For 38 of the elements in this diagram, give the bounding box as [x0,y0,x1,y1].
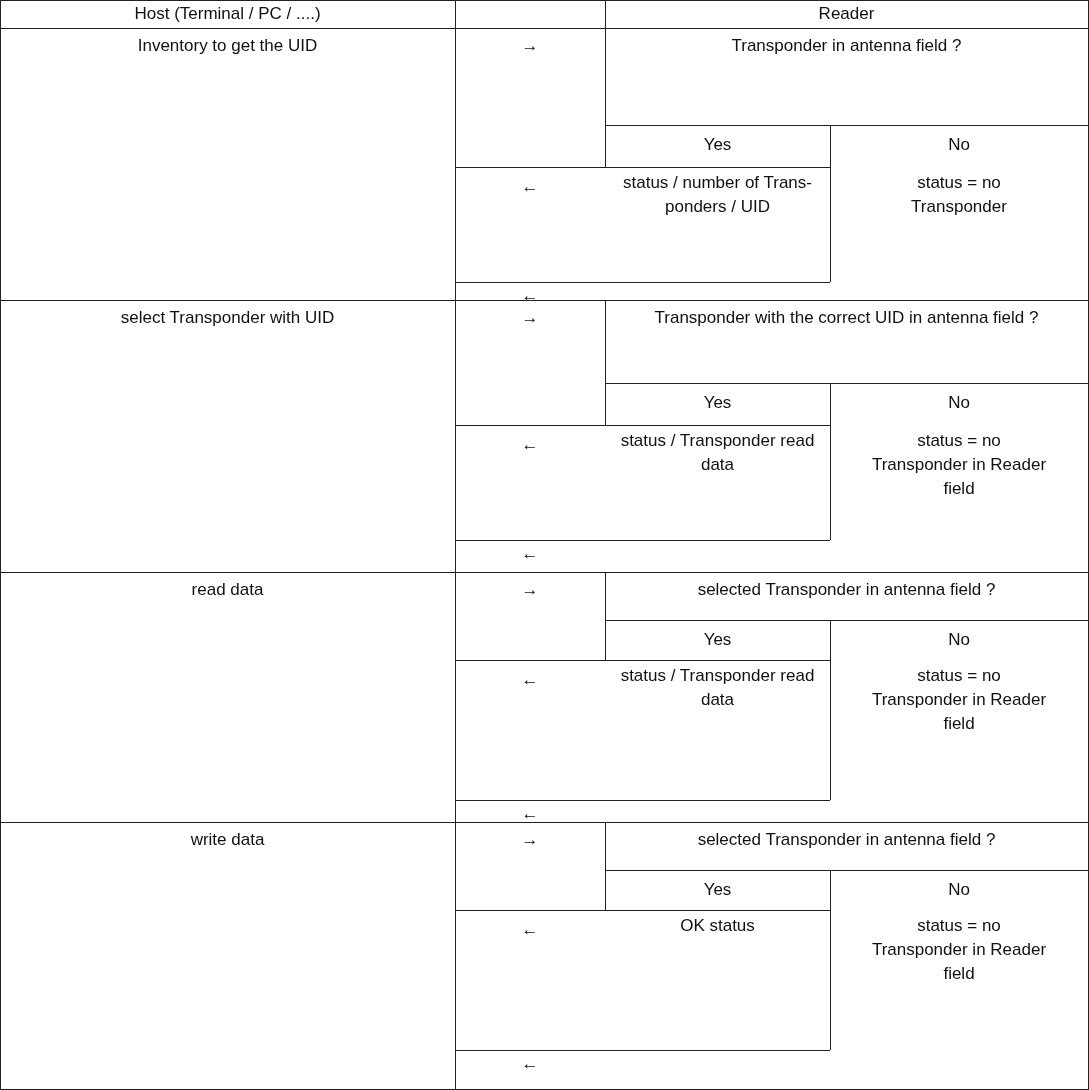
question-text: Transponder with the correct UID in antenna field ? [653,307,1040,329]
no-label: No [947,879,971,901]
arrow-symbol: ← [520,669,540,691]
column-heading: Host (Terminal / PC / ....) [133,3,322,25]
no-label: No [947,134,971,156]
yes-label: Yes [702,879,733,901]
arrow-symbol: ← [520,543,540,565]
yes-label: Yes [702,134,733,156]
arrow-symbol: ← [520,1053,540,1075]
question-text: selected Transponder in antenna field ? [696,829,997,851]
status-text: status = no Transponder in Reader field [870,430,1048,500]
column-heading: Reader [817,3,876,25]
status-text: status = no Transponder in Reader field [870,915,1048,985]
status-text: status / Transponder read data [620,665,815,711]
status-text: OK status [679,915,756,937]
arrow-symbol: → [520,829,540,851]
status-text: status / Transponder read data [620,430,815,476]
question-text: selected Transponder in antenna field ? [696,579,997,601]
arrow-symbol: → [520,307,540,329]
arrow-symbol: ← [520,919,540,941]
no-label: No [947,629,971,651]
arrow-symbol: ← [520,803,540,825]
status-text: status / number of Trans-ponders / UID [622,172,813,218]
status-text: status = no Transponder [910,172,1008,218]
arrow-symbol: → [520,35,540,57]
yes-label: Yes [702,392,733,414]
arrow-symbol: ← [520,176,540,198]
yes-label: Yes [702,629,733,651]
arrow-symbol: ← [520,285,540,307]
status-text: status = no Transponder in Reader field [870,665,1048,735]
command-text: write data [189,829,266,851]
command-text: select Transponder with UID [119,307,336,329]
command-text: read data [190,579,265,601]
question-text: Transponder in antenna field ? [730,35,963,57]
no-label: No [947,392,971,414]
arrow-symbol: ← [520,434,540,456]
command-text: Inventory to get the UID [136,35,319,57]
arrow-symbol: → [520,579,540,601]
